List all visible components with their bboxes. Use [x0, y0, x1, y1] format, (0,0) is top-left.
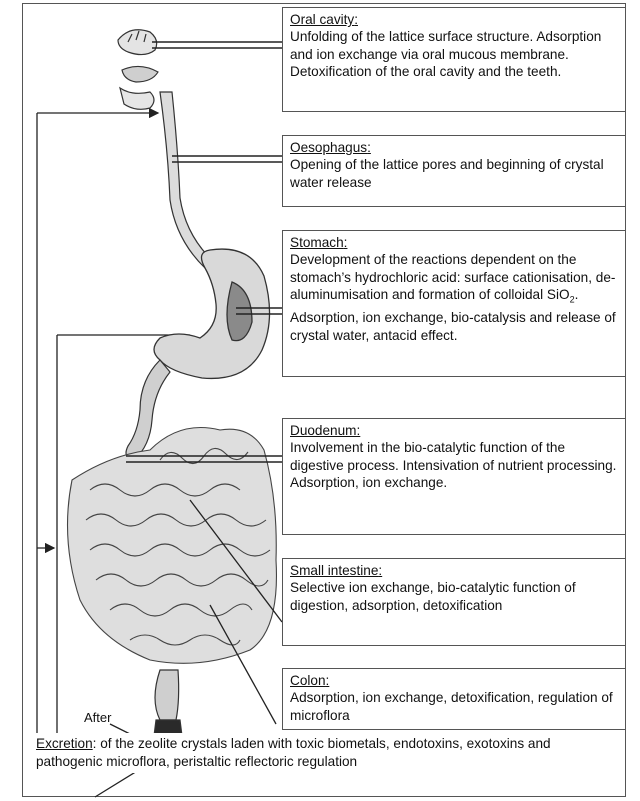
intestine-illustration [68, 428, 277, 664]
oesophagus-box: Oesophagus: Opening of the lattice pores… [282, 135, 626, 207]
duodenum-box: Duodenum: Involvement in the bio-catalyt… [282, 418, 626, 535]
duodenum-title: Duodenum [290, 423, 357, 438]
small-intestine-title: Small intestine [290, 563, 378, 578]
colon-box: Colon: Adsorption, ion exchange, detoxif… [282, 668, 626, 730]
after-label: After [84, 710, 111, 725]
duodenum-text: Involvement in the bio-catalytic functio… [290, 439, 619, 491]
oesophagus-text: Opening of the lattice pores and beginni… [290, 156, 619, 191]
oral-cavity-text: Unfolding of the lattice surface structu… [290, 28, 619, 80]
oesophagus-title: Oesophagus [290, 140, 367, 155]
oesophagus-illustration [160, 92, 214, 268]
stomach-title: Stomach [290, 235, 344, 250]
oral-cavity-title: Oral cavity [290, 12, 354, 27]
excretion-caption: Excretion: of the zeolite crystals laden… [32, 733, 600, 773]
excretion-text: : of the zeolite crystals laden with tox… [36, 736, 551, 769]
small-intestine-text: Selective ion exchange, bio-catalytic fu… [290, 579, 619, 614]
oral-cavity-box: Oral cavity: Unfolding of the lattice su… [282, 7, 626, 112]
colon-title: Colon [290, 673, 326, 688]
stomach-text: Development of the reactions dependent o… [290, 251, 619, 344]
colon-text: Adsorption, ion exchange, detoxification… [290, 689, 619, 724]
small-intestine-box: Small intestine: Selective ion exchange,… [282, 558, 626, 646]
stomach-box: Stomach: Development of the reactions de… [282, 230, 626, 377]
excretion-title: Excretion [36, 736, 93, 751]
